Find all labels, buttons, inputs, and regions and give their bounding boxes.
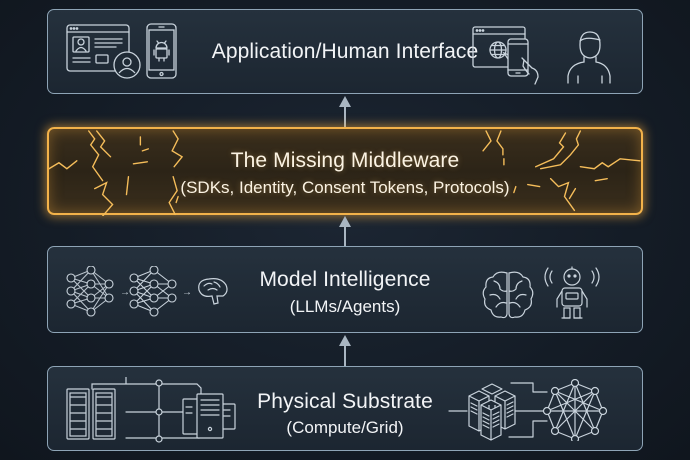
layer-application: Application/Human Interface (47, 9, 643, 94)
brain-top-icon (482, 269, 534, 321)
layer-subtitle: (LLMs/Agents) (289, 297, 401, 316)
layer-title: The Missing Middleware (230, 149, 460, 172)
server-cluster-icon (447, 379, 617, 441)
layer-subtitle: (Compute/Grid) (286, 418, 404, 437)
layer-middleware: The Missing Middleware (SDKs, Identity, … (47, 127, 643, 217)
arrow-right-icon: → (182, 287, 192, 298)
arrow-up (337, 215, 353, 247)
layer-physical-substrate: Physical Substrate (Compute/Grid) (47, 366, 643, 451)
robot-icon (544, 265, 600, 323)
layer-model-intelligence: → → Model Intelligence (LLMs/Agents) (47, 246, 643, 333)
layer-title: Model Intelligence (259, 268, 431, 291)
brain-side-icon (194, 276, 230, 306)
android-phone-icon (146, 23, 178, 81)
touch-phone-icon (507, 38, 547, 90)
layer-title: Application/Human Interface (211, 40, 479, 63)
arrow-up (337, 334, 353, 366)
arrow-up (337, 95, 353, 127)
neural-network-icon (128, 266, 180, 318)
layer-subtitle: (SDKs, Identity, Consent Tokens, Protoco… (180, 178, 510, 197)
browser-profile-window-icon (66, 23, 161, 83)
arrow-right-icon: → (120, 287, 130, 298)
person-icon (566, 29, 612, 85)
layer-title: Physical Substrate (257, 390, 433, 413)
server-racks-icon (66, 377, 236, 445)
browser-globe-cursor-icon (472, 26, 527, 71)
user-avatar-icon (112, 50, 142, 80)
neural-network-icon (65, 266, 117, 318)
